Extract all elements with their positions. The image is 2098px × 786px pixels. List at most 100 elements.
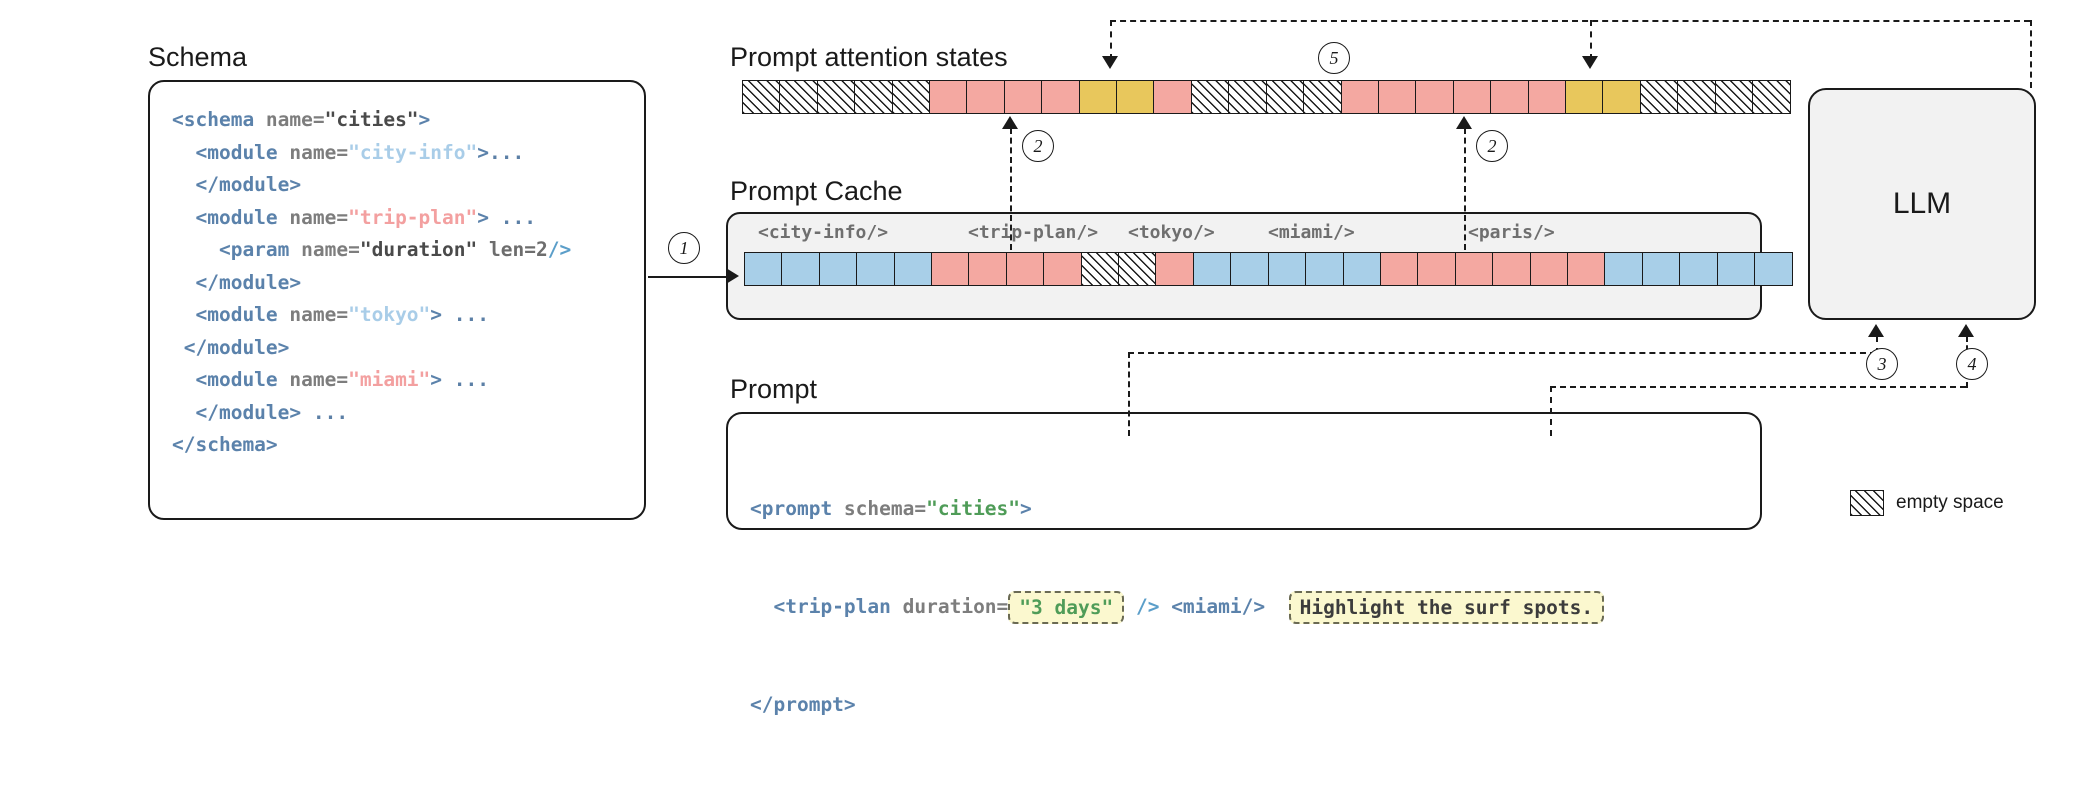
schema-line: </module> ...	[172, 397, 644, 430]
attention-state-cell	[1415, 80, 1455, 114]
cache-token-cell	[1529, 252, 1569, 286]
code-token: <param	[172, 238, 302, 261]
attention-state-cell	[1153, 80, 1193, 114]
code-token: schema=	[843, 497, 927, 520]
prompt-panel: <prompt schema="cities"> <trip-plan dura…	[726, 412, 1762, 716]
attention-state-cell	[1228, 80, 1268, 114]
arrow-cache-to-attention-a	[1002, 116, 1018, 129]
cache-token-cell	[1043, 252, 1083, 286]
attention-state-cell	[816, 80, 856, 114]
code-token: "trip-plan"	[348, 205, 478, 229]
cache-token-cell	[1118, 252, 1158, 286]
attention-state-cell	[1564, 80, 1604, 114]
prompt-line-3: </prompt>	[750, 689, 1760, 722]
prompt-title: Prompt	[730, 374, 818, 404]
cache-token-cell	[1005, 252, 1045, 286]
arrow-step5-right	[1582, 56, 1598, 69]
cache-token-cell	[856, 252, 896, 286]
code-token: <schema	[172, 108, 266, 131]
schema-line: </module>	[172, 169, 644, 202]
cache-token-cell	[1679, 252, 1719, 286]
code-token: name=	[289, 205, 349, 229]
connector-cache-to-attention-b	[1464, 128, 1466, 250]
code-token: name=	[289, 368, 349, 391]
schema-line: <module name="trip-plan"> ...	[172, 202, 644, 235]
schema-line: <schema name="cities">	[172, 104, 644, 137]
schema-code: <schema name="cities"> <module name= "cit…	[150, 82, 644, 462]
prompt-cache-labels: <city-info/> <trip-plan/> <tokyo/> <miami/>…	[728, 222, 1764, 248]
connector-step5-down-left	[1110, 20, 1112, 60]
prompt-miami-instruction[interactable]: Highlight the surf spots.	[1288, 590, 1605, 624]
schema-line: <module name="tokyo"> ...	[172, 299, 644, 332]
attention-state-cell	[1677, 80, 1717, 114]
cache-token-cell	[1454, 252, 1494, 286]
code-token: />	[1124, 594, 1172, 618]
code-token: ...	[312, 400, 349, 424]
step-3: 3	[1866, 348, 1898, 380]
cache-token-cell	[931, 252, 971, 286]
cache-token-cell	[818, 252, 858, 286]
cache-token-cell	[1641, 252, 1681, 286]
attention-state-cell	[1265, 80, 1305, 114]
attention-state-cell	[854, 80, 894, 114]
code-token: </module>	[172, 270, 302, 294]
attention-state-cell	[1751, 80, 1791, 114]
arrow-step4-to-llm	[1958, 324, 1974, 337]
code-token: <miami/>	[1171, 594, 1266, 618]
attention-states-strip	[742, 80, 1791, 114]
step-1: 1	[668, 232, 700, 264]
attention-state-cell	[966, 80, 1006, 114]
step-5: 5	[1318, 42, 1350, 74]
cache-module-label: <city-info/>	[758, 222, 889, 243]
attention-state-cell	[929, 80, 969, 114]
code-token: <module	[172, 368, 290, 391]
code-token: ...	[453, 368, 490, 391]
connector-step4-down	[1550, 386, 1552, 436]
connector-step5-to-llm	[2030, 20, 2032, 88]
code-token	[1265, 595, 1288, 618]
code-token: name=	[301, 238, 360, 261]
empty-space-swatch-icon	[1850, 490, 1884, 516]
prompt-duration-value[interactable]: "3 days"	[1008, 590, 1125, 624]
cache-token-cell	[1604, 252, 1644, 286]
code-token: >	[430, 303, 454, 326]
llm-label: LLM	[1892, 187, 1952, 220]
code-token: "city-info"	[348, 140, 478, 164]
schema-line: <param name="duration" len=2/>	[172, 234, 644, 267]
arrow-step5-left	[1102, 56, 1118, 69]
schema-line: </module>	[172, 332, 644, 365]
prompt-cache-panel: <city-info/> <trip-plan/> <tokyo/> <miami/>…	[726, 212, 1793, 320]
code-token: len=2	[477, 238, 548, 261]
cache-module-label: <tokyo/>	[1128, 222, 1215, 243]
attention-state-cell	[1527, 80, 1567, 114]
cache-token-cell	[1192, 252, 1232, 286]
code-token: </module>	[172, 173, 302, 196]
attention-state-cell	[1490, 80, 1530, 114]
cache-module-label: <miami/>	[1268, 222, 1355, 243]
attention-state-cell	[1003, 80, 1043, 114]
cache-module-label: <paris/>	[1468, 222, 1555, 243]
code-token: />	[547, 238, 572, 261]
code-token: ...	[489, 140, 525, 164]
cache-module-label: <trip-plan/>	[968, 222, 1099, 243]
cache-token-cell	[1417, 252, 1457, 286]
cache-token-cell	[1716, 252, 1756, 286]
schema-line: </module>	[172, 267, 644, 300]
legend-label: empty space	[1896, 492, 2004, 513]
step-2a: 2	[1022, 130, 1054, 162]
schema-line: </schema>	[172, 429, 644, 462]
step-2b: 2	[1476, 130, 1508, 162]
code-token: >	[418, 108, 431, 131]
code-token: </prompt>	[750, 692, 856, 716]
llm-box: LLM	[1808, 88, 2036, 320]
prompt-cache-title: Prompt Cache	[730, 176, 903, 206]
attention-state-cell	[891, 80, 931, 114]
step-4: 4	[1956, 348, 1988, 380]
connector-step5-down-right	[1590, 20, 1592, 60]
attention-state-cell	[742, 80, 781, 114]
attention-state-cell	[1041, 80, 1081, 114]
connector-step3-horizontal	[1128, 352, 1876, 354]
prompt-cache-strip	[744, 252, 1793, 286]
code-token: ...	[500, 205, 536, 229]
cache-token-cell	[1342, 252, 1382, 286]
